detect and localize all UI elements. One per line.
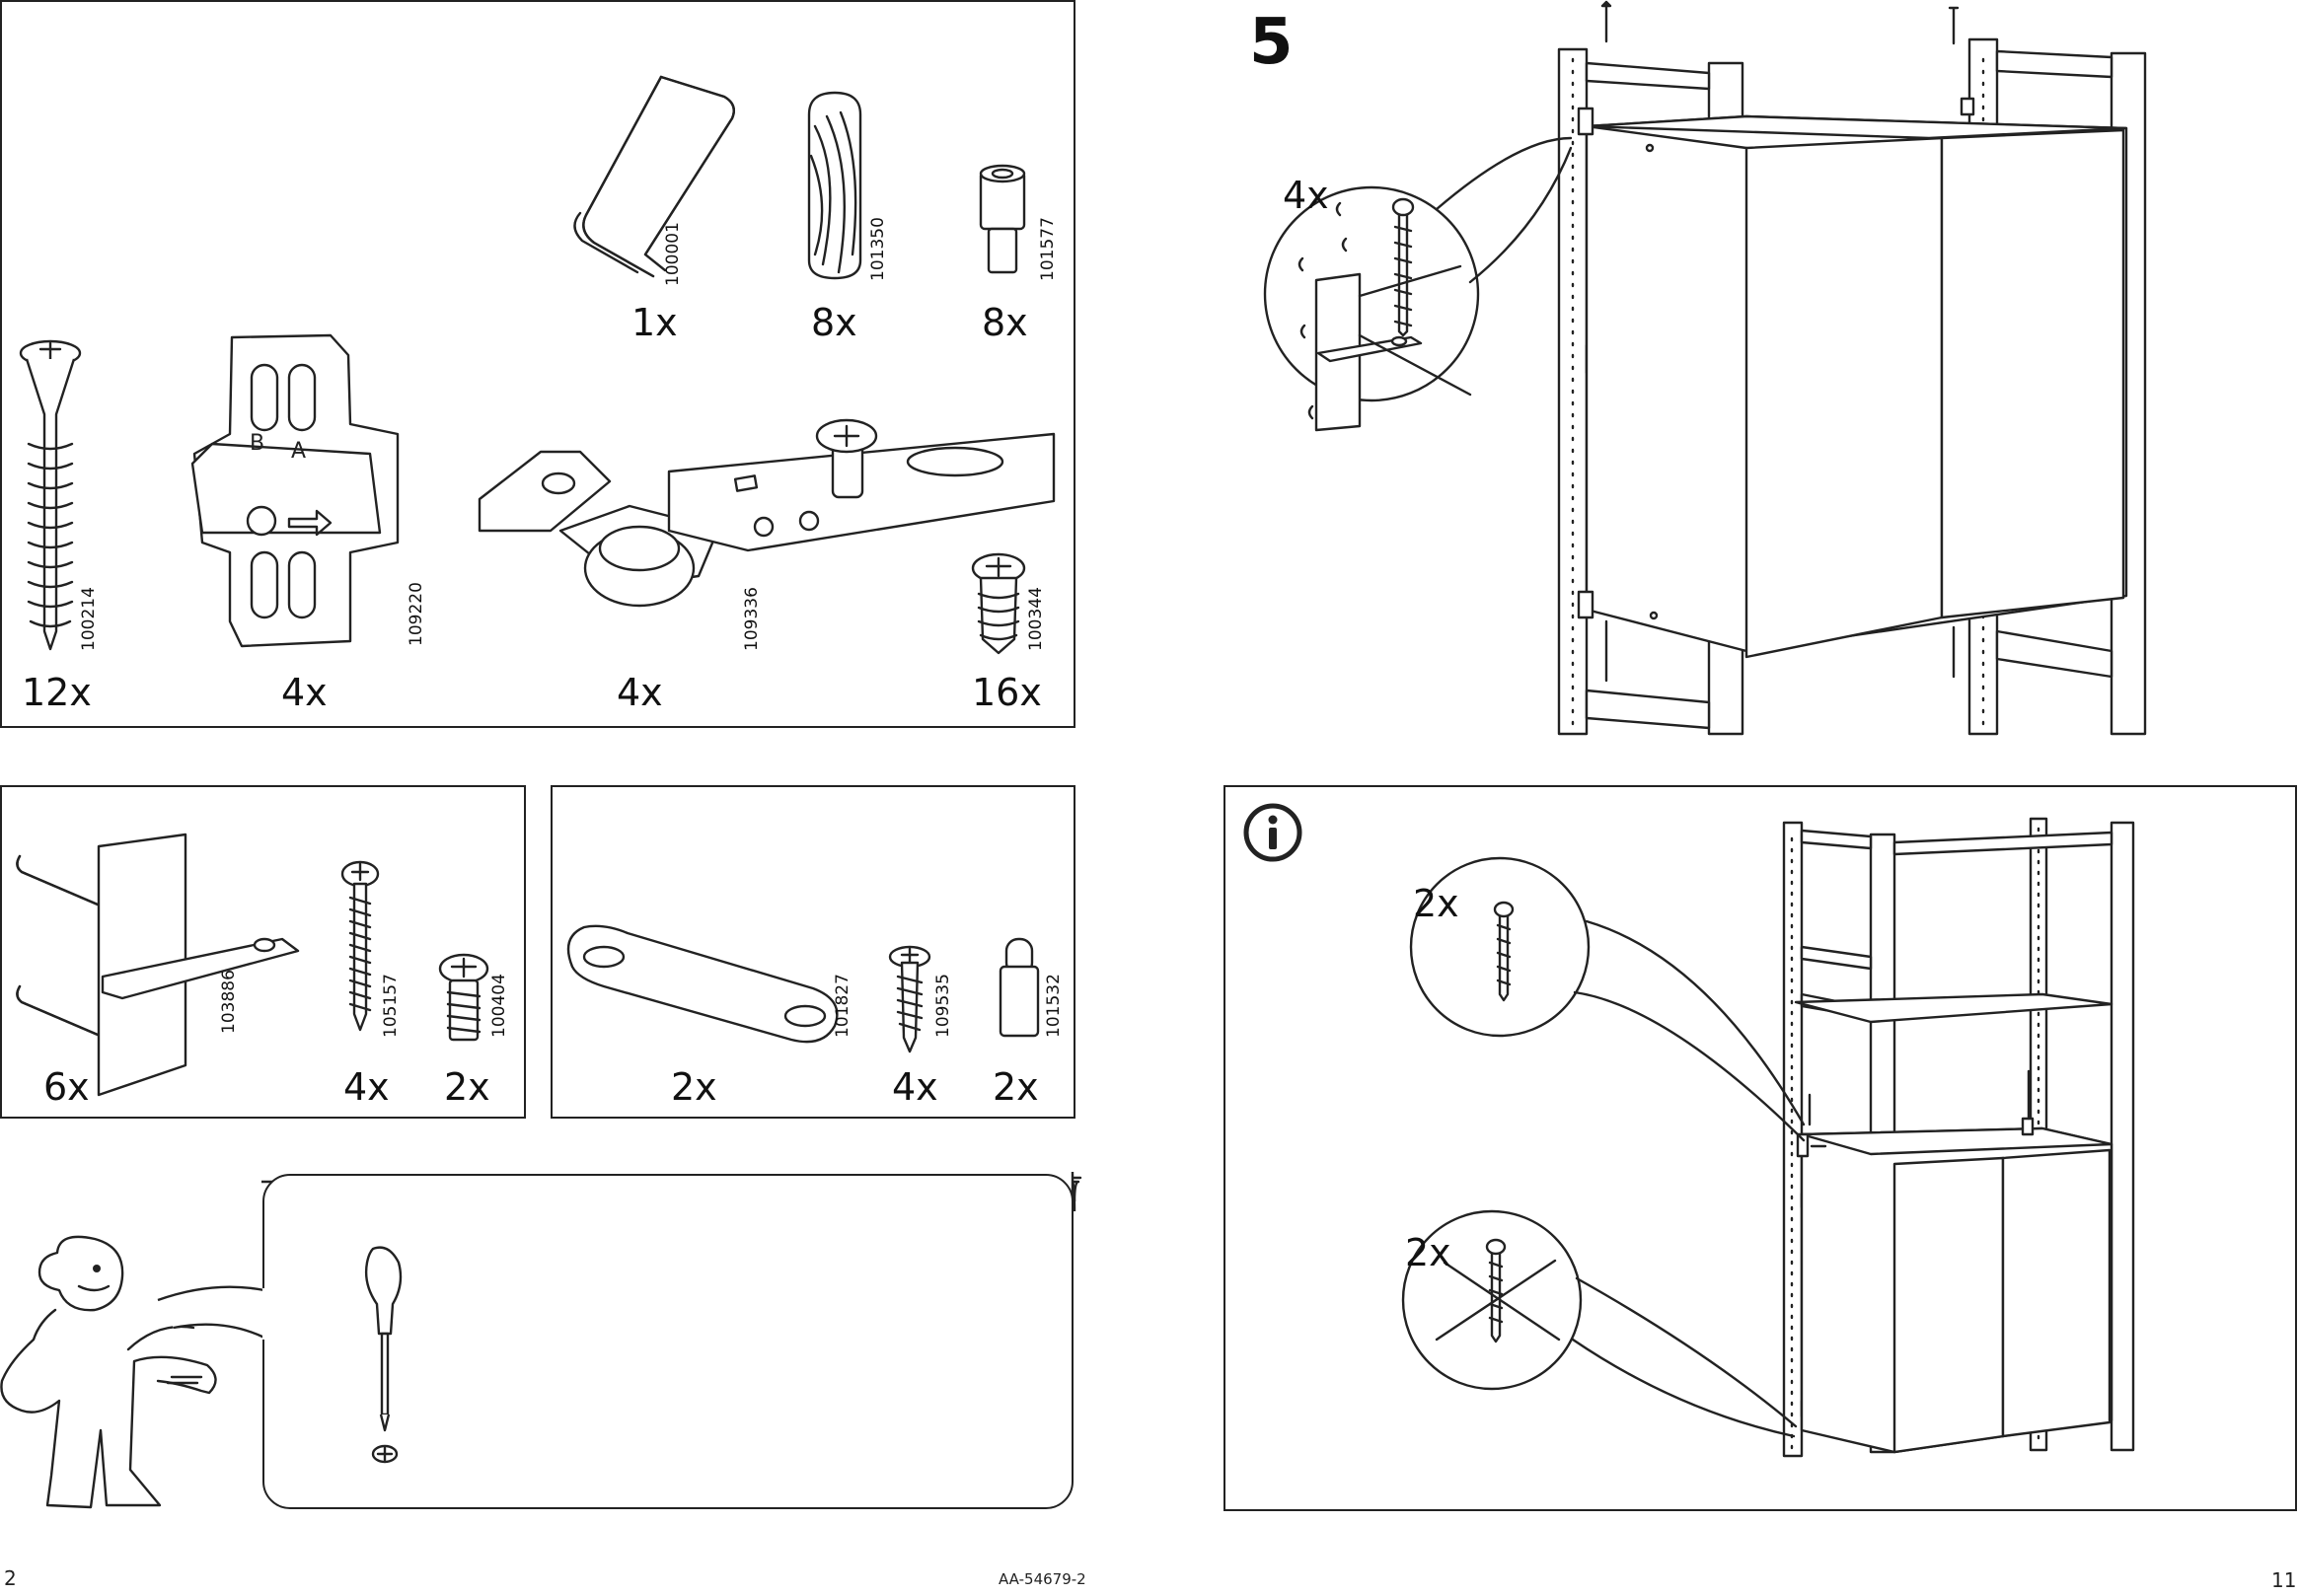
wood-screw-icon [19, 339, 82, 651]
allen-key-icon [573, 75, 735, 278]
part-code: 100214 [79, 587, 99, 651]
callout-qty: 2x [1413, 882, 1459, 925]
svg-text:B: B [250, 431, 264, 456]
part-code: 105157 [381, 974, 401, 1038]
parts-box-main [0, 0, 1075, 728]
part-code: 100344 [1026, 587, 1046, 651]
dowel-icon [807, 91, 862, 280]
part-qty: 8x [982, 301, 1028, 344]
page-number-left: 2 [4, 1566, 17, 1590]
page-number-right: 11 [2271, 1568, 2297, 1592]
part-qty: 2x [444, 1065, 490, 1109]
part-code: 103886 [219, 970, 239, 1034]
part-qty: 2x [993, 1065, 1039, 1109]
callout-qty: 4x [1283, 174, 1329, 217]
assembly-man-icon [0, 1235, 217, 1509]
parts-box-right [551, 785, 1075, 1119]
info-box [1223, 785, 2297, 1511]
bracket-icon [16, 833, 300, 1097]
machine-screw-icon [438, 953, 489, 1042]
part-qty: 12x [22, 671, 92, 714]
info-illustration [1401, 817, 2135, 1458]
screwdriver-icon [364, 1246, 403, 1464]
part-code: 109336 [742, 587, 762, 651]
hinge-icon [478, 418, 1056, 608]
part-code: 101350 [868, 217, 888, 281]
part-qty: 8x [811, 301, 857, 344]
part-qty: 1x [631, 301, 678, 344]
part-qty: 16x [972, 671, 1042, 714]
parts-box-left [0, 785, 526, 1119]
part-qty: 6x [43, 1065, 90, 1109]
document-code: AA-54679-2 [999, 1570, 1086, 1588]
part-code: 100001 [663, 222, 683, 286]
part-code: 109535 [933, 974, 953, 1038]
small-screw-icon [888, 945, 931, 1053]
speech-pointer [157, 1285, 268, 1340]
part-code: 101577 [1038, 217, 1058, 281]
step-number: 5 [1249, 6, 1294, 79]
svg-text:A: A [291, 439, 306, 464]
step-5-illustration [1263, 0, 2147, 736]
shelf-pin-icon [979, 164, 1026, 274]
mounting-plate-icon: B A [190, 333, 400, 648]
part-qty: 4x [892, 1065, 938, 1109]
part-qty: 4x [617, 671, 663, 714]
part-qty: 4x [343, 1065, 390, 1109]
part-code: 100404 [489, 974, 509, 1038]
shelf-pin-icon [999, 937, 1040, 1038]
part-code: 101532 [1044, 974, 1064, 1038]
info-icon [1243, 803, 1302, 862]
callout-qty: 2x [1405, 1231, 1451, 1274]
part-code: 109220 [407, 582, 426, 646]
long-screw-icon [340, 860, 380, 1032]
part-qty: 4x [281, 671, 328, 714]
short-screw-icon [971, 552, 1026, 655]
part-code: 101827 [833, 974, 852, 1038]
part-qty: 2x [671, 1065, 717, 1109]
connector-plate-icon [566, 924, 839, 1044]
